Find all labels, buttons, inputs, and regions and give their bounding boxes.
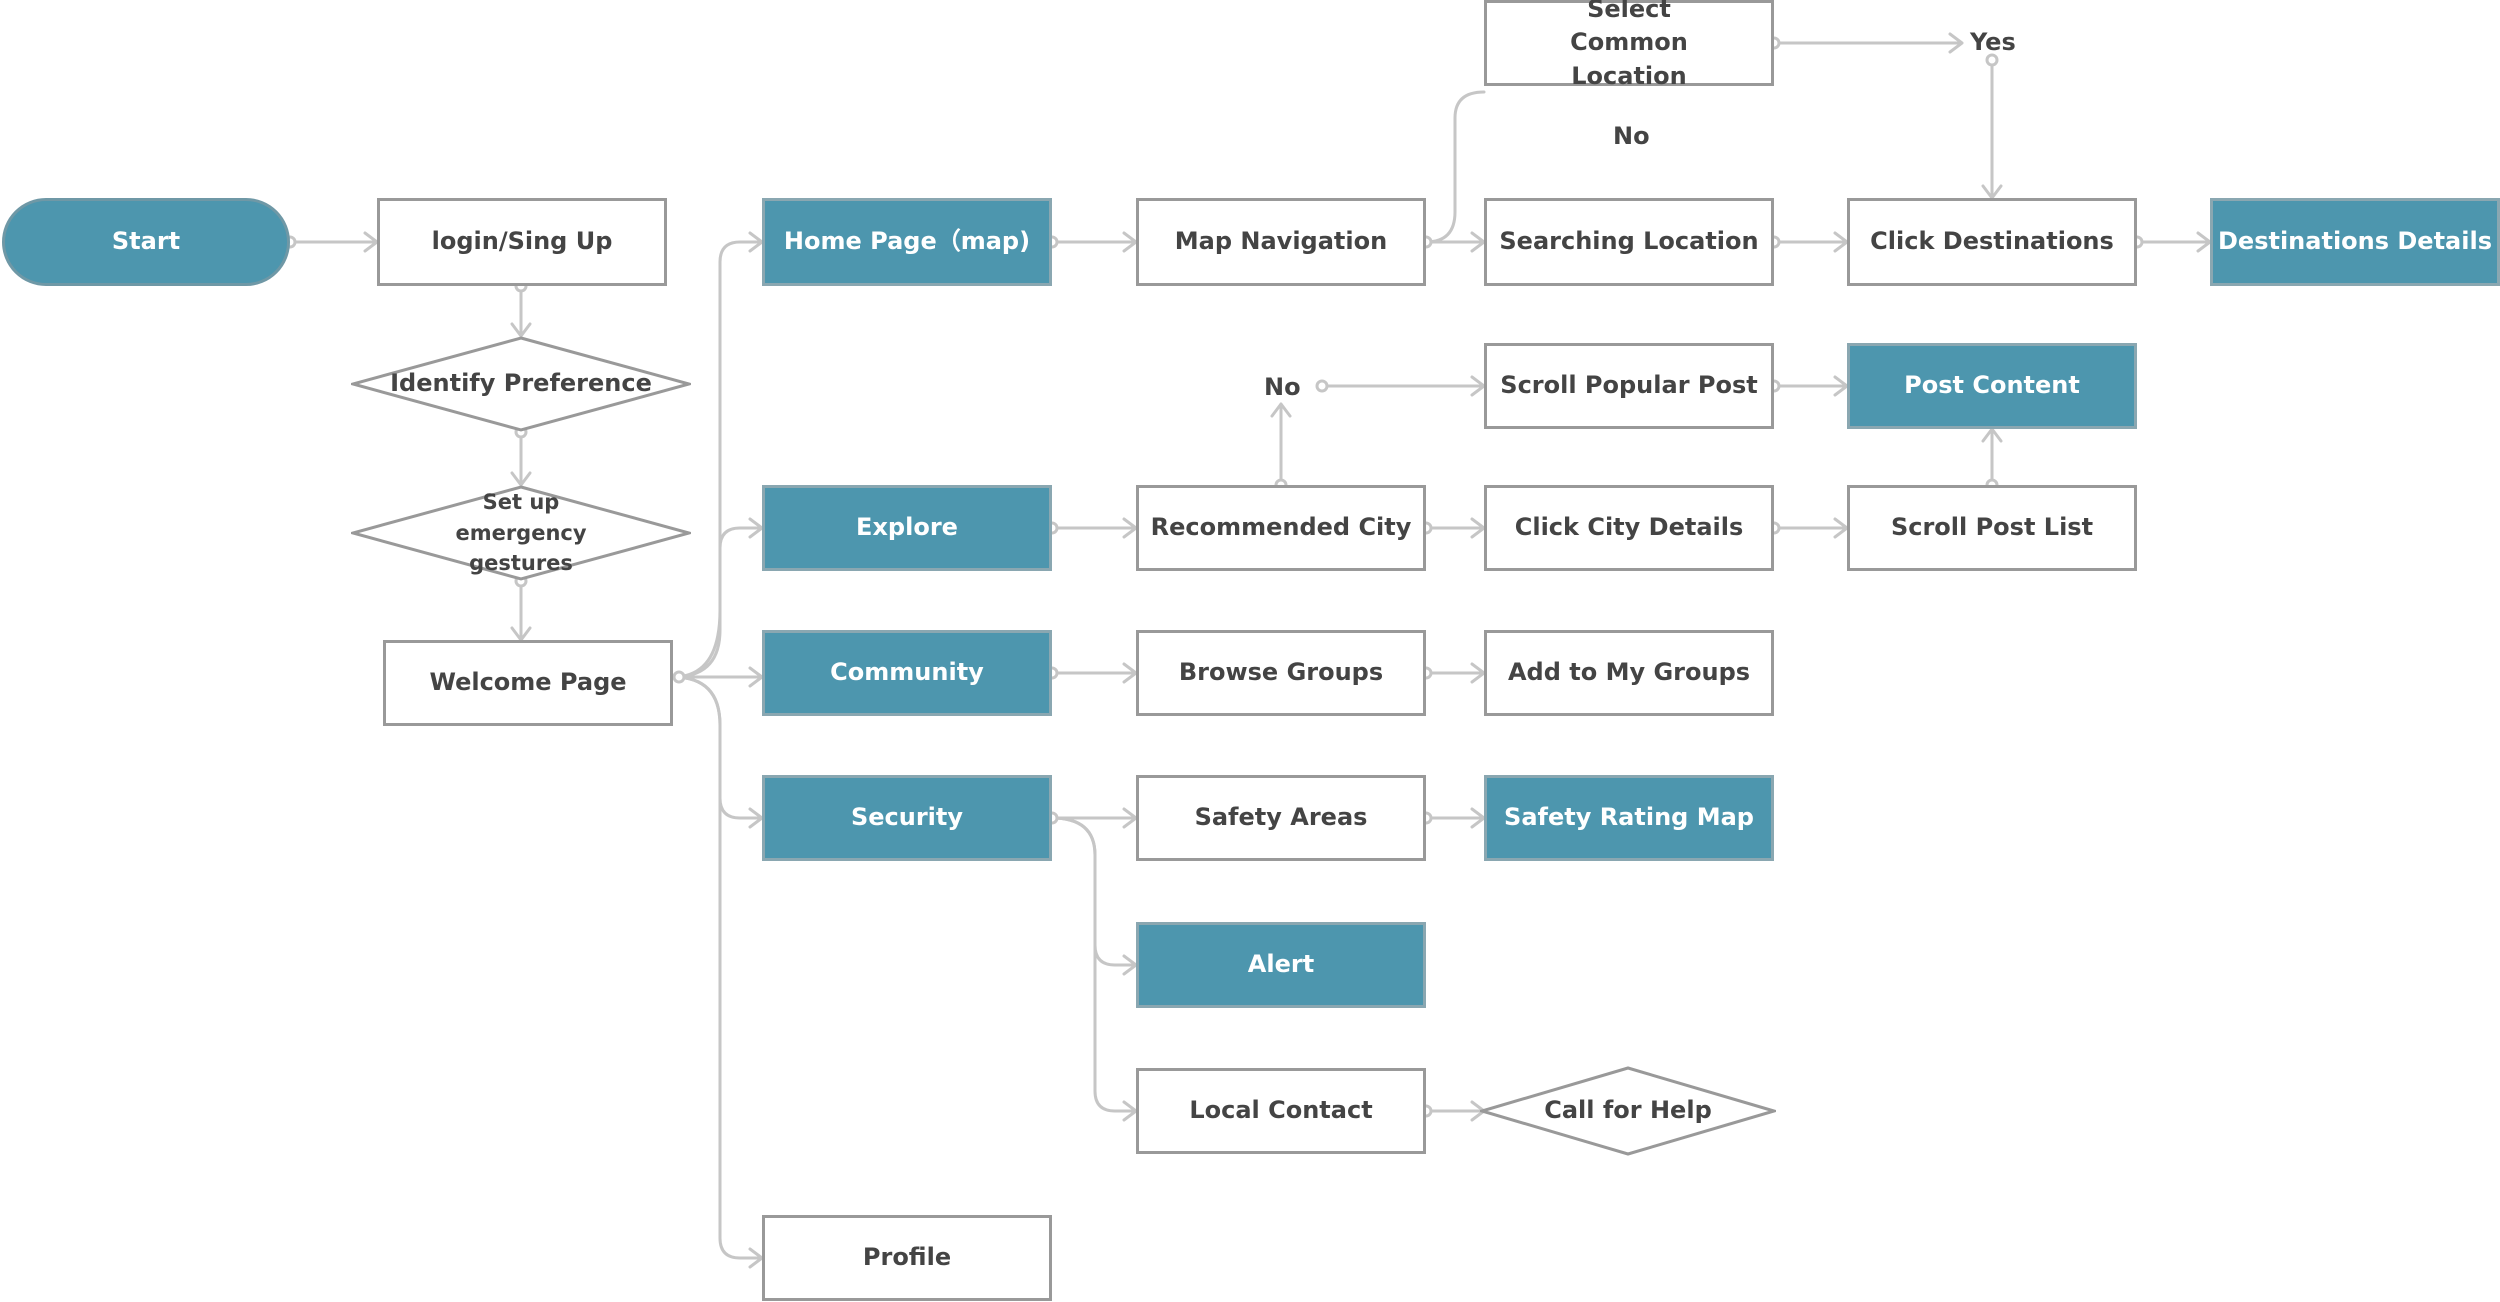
safety-areas-node: Safety Areas [1136, 775, 1426, 861]
scroll-popular-post-label: Scroll Popular Post [1500, 371, 1758, 400]
profile-node: Profile [762, 1215, 1052, 1301]
edge-citydetails-scrollpost [1772, 517, 1849, 539]
edge-recommended-citydetails [1424, 517, 1486, 539]
edge-explore-recommended [1050, 517, 1138, 539]
destinations-details-label: Destinations Details [2218, 227, 2492, 256]
post-content-label: Post Content [1904, 371, 2080, 400]
profile-label: Profile [862, 1243, 952, 1272]
no-label-top: No [1613, 122, 1650, 150]
edge-emergency-welcome [510, 579, 532, 642]
edge-click-destdetails [2135, 231, 2212, 253]
edge-safetyareas-map [1424, 807, 1486, 829]
post-content-node: Post Content [1847, 343, 2137, 429]
edge-home-mapnav [1050, 231, 1138, 253]
community-node: Community [762, 630, 1052, 716]
safety-areas-label: Safety Areas [1194, 803, 1368, 832]
scroll-popular-post-node: Scroll Popular Post [1484, 343, 1774, 429]
edge-scrollpost-postcontent [1981, 427, 2003, 487]
no-label-mid: No [1264, 373, 1301, 401]
edge-no-scrollpopular [1318, 375, 1486, 397]
destinations-details-node: Destinations Details [2210, 198, 2500, 286]
edge-localcontact-callhelp [1424, 1100, 1486, 1122]
edge-browse-add [1424, 662, 1486, 684]
select-common-location-node: Select Common Location [1484, 0, 1774, 90]
click-destinations-label: Click Destinations [1870, 227, 2114, 256]
explore-node: Explore [762, 485, 1052, 571]
emergency-gestures-decision: Set up emergency gestures [351, 485, 691, 581]
login-signup-label: login/Sing Up [431, 227, 613, 256]
security-label: Security [850, 803, 964, 832]
local-contact-node: Local Contact [1136, 1068, 1426, 1154]
alert-label: Alert [1247, 950, 1315, 979]
edge-yes-click [1981, 58, 2003, 200]
welcome-page-label: Welcome Page [429, 668, 627, 697]
browse-groups-node: Browse Groups [1136, 630, 1426, 716]
security-node: Security [762, 775, 1052, 861]
map-navigation-node: Map Navigation [1136, 198, 1426, 286]
login-signup-node: login/Sing Up [377, 198, 667, 286]
diamond-shape [351, 336, 691, 432]
safety-rating-map-label: Safety Rating Map [1504, 803, 1754, 832]
connector-dot [1985, 53, 1999, 67]
select-common-location-label: Select Common Location [1570, 0, 1688, 90]
scroll-post-list-label: Scroll Post List [1890, 513, 2094, 542]
diamond-shape [1480, 1066, 1776, 1156]
edge-start-login [288, 231, 379, 253]
start-node: Start [2, 198, 290, 286]
alert-node: Alert [1136, 922, 1426, 1008]
home-page-node: Home Page（map) [762, 198, 1052, 286]
edge-scrollpopular-post [1772, 375, 1849, 397]
local-contact-label: Local Contact [1189, 1096, 1373, 1125]
click-city-details-label: Click City Details [1514, 513, 1744, 542]
safety-rating-map-node: Safety Rating Map [1484, 775, 1774, 861]
scroll-post-list-node: Scroll Post List [1847, 485, 2137, 571]
yes-label: Yes [1970, 28, 2016, 56]
identify-preference-label: Identify Preference [390, 369, 652, 398]
edge-identify-emergency [510, 430, 532, 487]
connector-dot [1315, 379, 1329, 393]
click-destinations-node: Click Destinations [1847, 198, 2137, 286]
connector-dot [672, 670, 686, 684]
edge-recommended-no [1270, 402, 1292, 487]
home-page-label: Home Page（map) [783, 227, 1031, 256]
edge-welcome-security [671, 675, 764, 829]
edge-community-browse [1050, 662, 1138, 684]
browse-groups-label: Browse Groups [1178, 658, 1384, 687]
recommended-city-node: Recommended City [1136, 485, 1426, 571]
recommended-city-label: Recommended City [1150, 513, 1412, 542]
map-navigation-label: Map Navigation [1174, 227, 1388, 256]
edge-mapnav-select [1424, 90, 1486, 244]
edge-welcome-home [671, 231, 764, 679]
welcome-page-node: Welcome Page [383, 640, 673, 726]
searching-location-label: Searching Location [1499, 227, 1759, 256]
add-to-my-groups-node: Add to My Groups [1484, 630, 1774, 716]
edge-select-yes [1772, 32, 1964, 54]
edge-searching-click [1772, 231, 1849, 253]
searching-location-node: Searching Location [1484, 198, 1774, 286]
diamond-shape [351, 485, 691, 581]
add-to-my-groups-label: Add to My Groups [1507, 658, 1751, 687]
call-for-help-label: Call for Help [1544, 1096, 1712, 1125]
community-label: Community [830, 658, 984, 687]
emergency-gestures-label: Set up emergency gestures [455, 490, 587, 576]
click-city-details-node: Click City Details [1484, 485, 1774, 571]
edge-login-identify [510, 284, 532, 338]
identify-preference-decision: Identify Preference [351, 336, 691, 432]
edge-welcome-profile [671, 675, 764, 1269]
explore-label: Explore [856, 513, 958, 542]
start-label: Start [111, 227, 181, 256]
call-for-help-decision: Call for Help [1480, 1066, 1776, 1156]
edge-security-localcontact [1050, 816, 1138, 1122]
